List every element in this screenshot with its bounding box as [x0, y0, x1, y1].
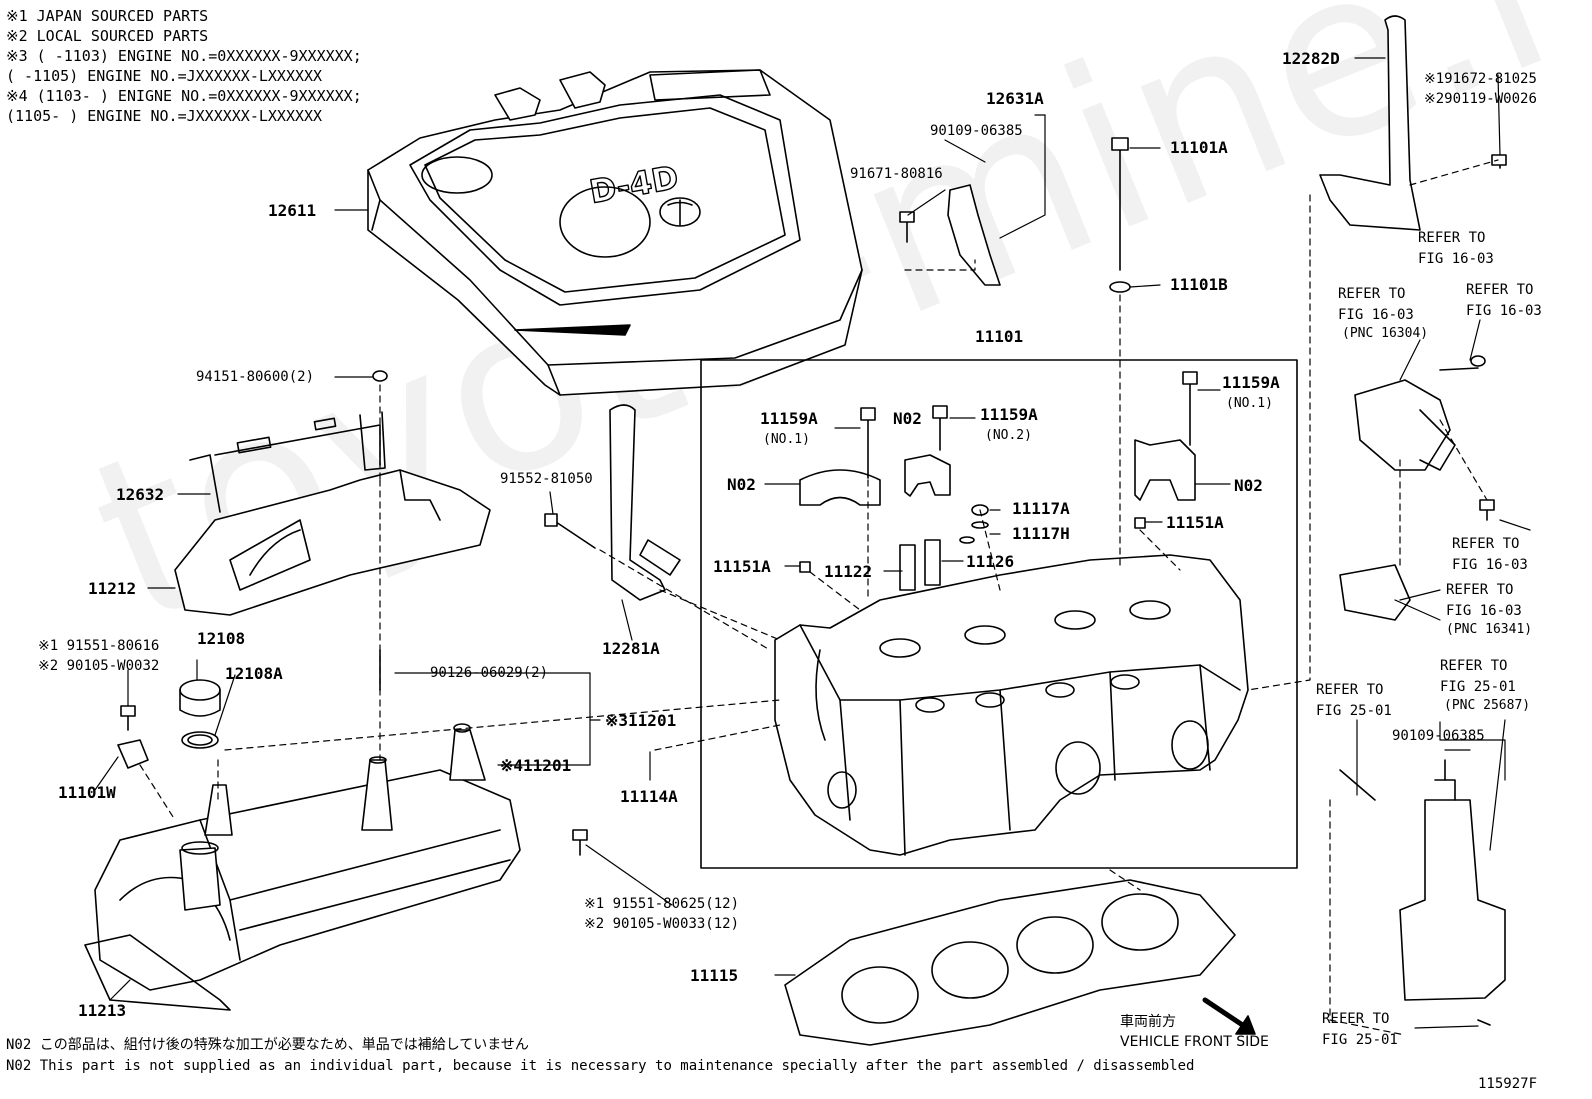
refer-label-5-line3: (PNC 16341) — [1446, 622, 1533, 637]
vehicle-front-en: VEHICLE FRONT SIDE — [1120, 1034, 1269, 1050]
part-label-90109-06385[interactable]: 90109-06385 — [930, 123, 1023, 139]
part-label-N02-c[interactable]: N02 — [1234, 476, 1263, 495]
part-label-11101W[interactable]: 11101W — [58, 783, 116, 802]
refer-label-5-line2[interactable]: FIG 16-03 — [1446, 603, 1522, 619]
part-label-91551-80616[interactable]: ※1 91551-80616 — [38, 638, 160, 654]
cylinder-head-frame — [700, 359, 1298, 869]
part-label-12282D[interactable]: 12282D — [1282, 49, 1340, 68]
part-label-90109-06385-b[interactable]: 90109-06385 — [1392, 728, 1485, 744]
part-label-90105-W0033[interactable]: ※2 90105-W0033(12) — [584, 916, 740, 932]
part-label-11117A[interactable]: 11117A — [1012, 499, 1070, 518]
part-label-91671-80816[interactable]: 91671-80816 — [850, 166, 943, 182]
part-label-11151A-right[interactable]: 11151A — [1166, 513, 1224, 532]
part-label-11114A[interactable]: 11114A — [620, 787, 678, 806]
part-label-11159A-no1[interactable]: 11159A — [760, 409, 818, 428]
part-label-11126[interactable]: 11126 — [966, 552, 1015, 571]
refer-label-7-line2[interactable]: FIG 25-01 — [1316, 703, 1392, 719]
refer-label-7-line1[interactable]: REFER TO — [1316, 682, 1384, 698]
refer-label-3-line2[interactable]: FIG 16-03 — [1466, 303, 1542, 319]
part-label-12631A[interactable]: 12631A — [986, 89, 1044, 108]
engine-cover-12611: D-4D — [367, 69, 863, 396]
part-label-91551-80625[interactable]: ※1 91551-80625(12) — [584, 896, 740, 912]
refer-label-5-line1[interactable]: REFER TO — [1446, 582, 1514, 598]
vehicle-front-jp: 車両前方 — [1120, 1014, 1176, 1030]
part-label-11159A-no1-b-note: (NO.1) — [1226, 396, 1273, 411]
part-label-11159A-no1-b[interactable]: 11159A — [1222, 373, 1280, 392]
cylinder-head-cover-11201 — [84, 723, 521, 1011]
bearing-caps — [799, 439, 1196, 506]
note-jp: N02 この部品は、組付け後の特殊な加工が必要なため、単品では補給していません — [6, 1037, 529, 1053]
valve-guides — [899, 539, 941, 591]
hanger-12281A — [609, 404, 681, 601]
part-label-91552-81050[interactable]: 91552-81050 — [500, 471, 593, 487]
parts-legend: ※1 JAPAN SOURCED PARTS ※2 LOCAL SOURCED … — [6, 6, 362, 126]
part-label-11101B[interactable]: 11101B — [1170, 275, 1228, 294]
arrow-head — [1235, 1015, 1256, 1035]
water-outlet — [1339, 379, 1456, 621]
part-label-N02-a[interactable]: N02 — [893, 409, 922, 428]
part-label-11101A[interactable]: 11101A — [1170, 138, 1228, 157]
legend-line: ※3 ( -1103) ENGINE NO.=0XXXXXX-9XXXXXX; — [6, 47, 362, 65]
head-gasket-11115 — [784, 879, 1236, 1046]
refer-label-6-line2[interactable]: FIG 25-01 — [1440, 679, 1516, 695]
cylinder-head-11101 — [774, 554, 1249, 856]
part-label-11115[interactable]: 11115 — [690, 966, 739, 985]
part-label-94151-80600[interactable]: 94151-80600(2) — [196, 369, 315, 385]
part-label-11117H[interactable]: 11117H — [1012, 524, 1070, 543]
part-label-11201-s4[interactable]: ※411201 — [500, 756, 572, 775]
insulator-11212 — [174, 469, 491, 616]
refer-label-2-line1[interactable]: REFER TO — [1338, 286, 1406, 302]
bolts — [120, 137, 1507, 1026]
legend-line: ※2 LOCAL SOURCED PARTS — [6, 27, 209, 45]
hanger-12282D — [1319, 15, 1421, 231]
oil-filler-cap-12108 — [179, 679, 221, 749]
part-label-N02-b[interactable]: N02 — [727, 475, 756, 494]
refer-label-6-line3: (PNC 25687) — [1444, 698, 1531, 713]
part-label-11101[interactable]: 11101 — [975, 327, 1024, 346]
legend-line: ※4 (1103- ) ENIGNE NO.=0XXXXXX-9XXXXXX; — [6, 87, 362, 105]
part-label-12632[interactable]: 12632 — [116, 485, 165, 504]
legend-line: (1105- ) ENGINE NO.=JXXXXXX-LXXXXXX — [6, 107, 323, 125]
part-label-11213[interactable]: 11213 — [78, 1001, 127, 1020]
bracket-12631A — [947, 184, 1001, 286]
refer-label-4-line2[interactable]: FIG 16-03 — [1452, 557, 1528, 573]
part-label-12108[interactable]: 12108 — [197, 629, 246, 648]
part-label-11159A-no1-note: (NO.1) — [763, 432, 810, 447]
part-label-12281A[interactable]: 12281A — [602, 639, 660, 658]
leader-lines — [94, 57, 1531, 1029]
dashed-lines — [139, 159, 1499, 1036]
part-label-11122[interactable]: 11122 — [824, 562, 873, 581]
refer-label-8-line2[interactable]: FIG 25-01 — [1322, 1032, 1398, 1048]
refer-label-8-line1[interactable]: REFER TO — [1322, 1011, 1390, 1027]
part-label-90126-06029[interactable]: 90126-06029(2) — [430, 665, 549, 681]
refer-label-1-line2[interactable]: FIG 16-03 — [1418, 251, 1494, 267]
sensor-11101W — [117, 739, 149, 769]
refer-label-4-line1[interactable]: REFER TO — [1452, 536, 1520, 552]
note-en: N02 This part is not supplied as an indi… — [6, 1058, 1195, 1074]
part-label-12611[interactable]: 12611 — [268, 201, 317, 220]
part-label-191672-81025[interactable]: ※191672-81025 — [1424, 71, 1537, 87]
part-label-290119-W0026[interactable]: ※290119-W0026 — [1424, 91, 1537, 107]
part-label-90105-W0032[interactable]: ※2 90105-W0032 — [38, 658, 160, 674]
refer-label-1-line1[interactable]: REFER TO — [1418, 230, 1486, 246]
part-label-11212[interactable]: 11212 — [88, 579, 137, 598]
part-label-11159A-no2[interactable]: 11159A — [980, 405, 1038, 424]
part-label-11201-s3[interactable]: ※311201 — [605, 711, 677, 730]
refer-label-2-line2[interactable]: FIG 16-03 — [1338, 307, 1414, 323]
refer-label-2-line3: (PNC 16304) — [1342, 326, 1429, 341]
refer-label-6-line1[interactable]: REFER TO — [1440, 658, 1508, 674]
figure-number: 115927F — [1478, 1076, 1538, 1092]
legend-line: ( -1105) ENGINE NO.=JXXXXXX-LXXXXXX — [6, 67, 323, 85]
refer-label-3-line1[interactable]: REFER TO — [1466, 282, 1534, 298]
part-label-11151A-left[interactable]: 11151A — [713, 557, 771, 576]
legend-line: ※1 JAPAN SOURCED PARTS — [6, 7, 209, 25]
mount-bracket — [1399, 779, 1506, 1001]
part-label-12108A[interactable]: 12108A — [225, 664, 283, 683]
part-label-11159A-no2-note: (NO.2) — [985, 428, 1032, 443]
